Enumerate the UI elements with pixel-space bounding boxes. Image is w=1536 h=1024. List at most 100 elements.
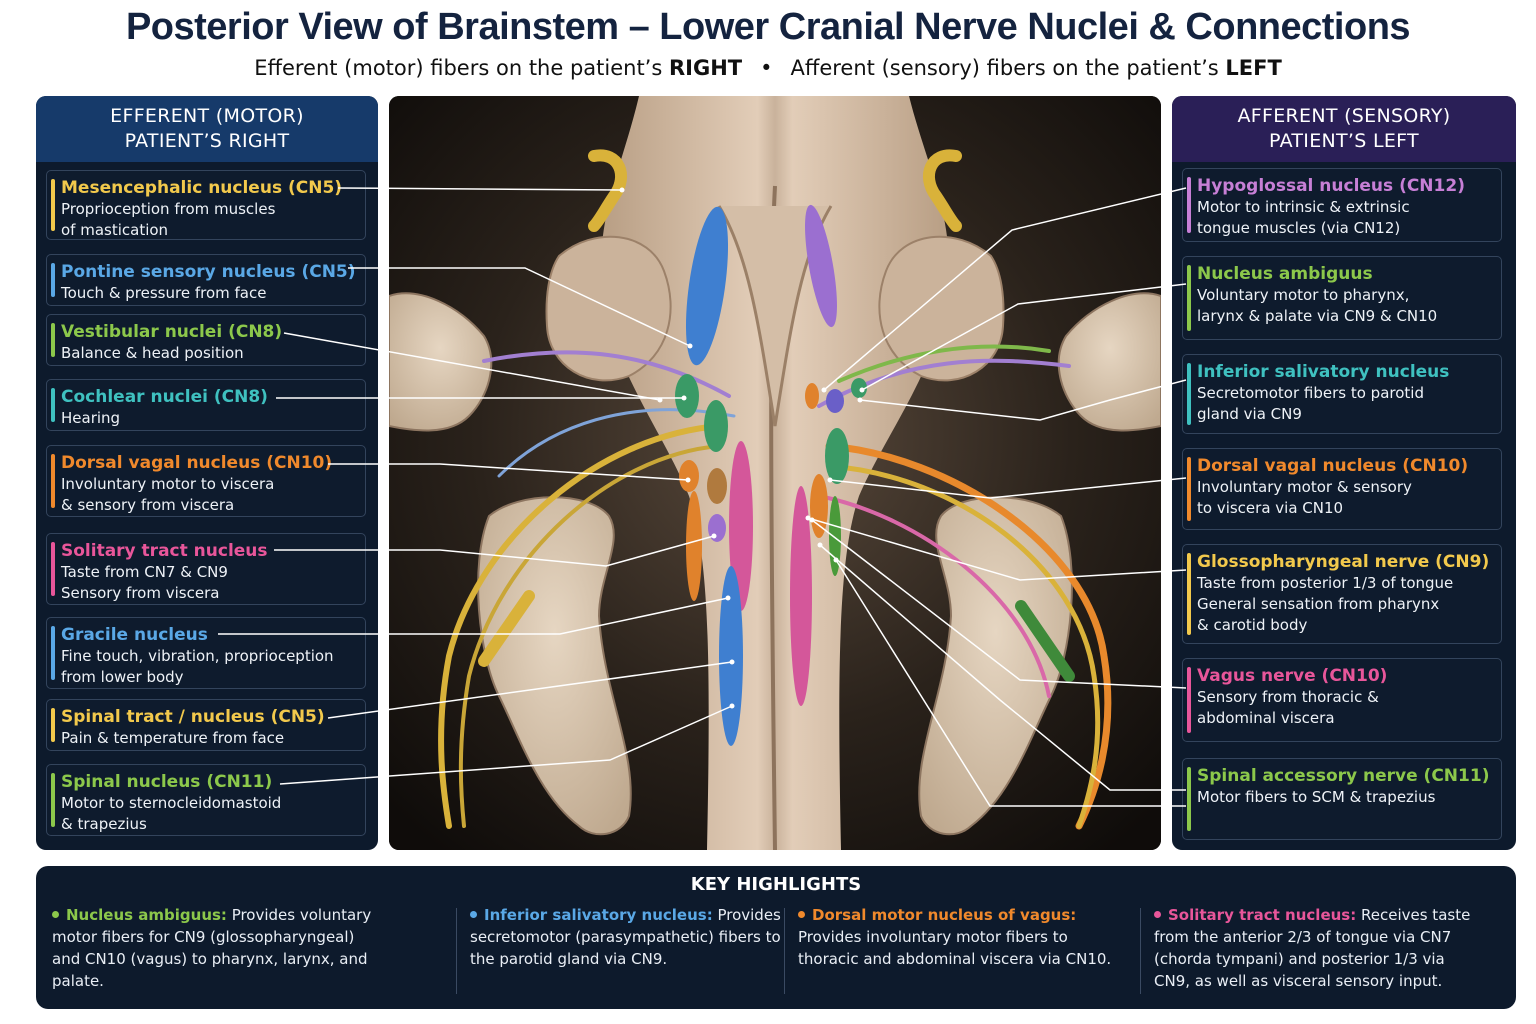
card-description-line: gland via CN9 <box>1197 405 1302 423</box>
card-description-line: Secretomotor fibers to parotid <box>1197 384 1424 402</box>
brainstem-svg <box>389 96 1161 850</box>
card-description-line: Fine touch, vibration, proprioception <box>61 647 334 665</box>
key-highlight-item: Dorsal motor nucleus of vagus: Provides … <box>798 904 1123 970</box>
key-term: Dorsal motor nucleus of vagus: <box>812 906 1077 924</box>
card-description-line: General sensation from pharynx <box>1197 595 1440 613</box>
card-accent-bar <box>1187 767 1191 831</box>
card-description-line: Hearing <box>61 409 121 427</box>
orange-column <box>686 491 702 601</box>
pink-column-left <box>729 441 753 611</box>
card-description-line: of mastication <box>61 221 169 239</box>
card-description-line: Motor fibers to SCM & trapezius <box>1197 788 1436 806</box>
key-divider <box>456 908 457 994</box>
card-accent-bar <box>1187 265 1191 331</box>
pink-column-right <box>790 486 812 706</box>
afferent-card: Glossopharyngeal nerve (CN9) Taste from p… <box>1182 544 1502 644</box>
card-description-line: larynx & palate via CN9 & CN10 <box>1197 307 1438 325</box>
page-subtitle: Efferent (motor) fibers on the patient’s… <box>0 56 1536 80</box>
small-orange-right <box>805 383 819 409</box>
card-description-line: abdominal viscera <box>1197 709 1335 727</box>
afferent-card: Spinal accessory nerve (CN11) Motor fiber… <box>1182 758 1502 840</box>
left-cerebellar-peduncle <box>545 235 672 382</box>
card-title: Hypoglossal nucleus (CN12) <box>1197 176 1465 196</box>
small-green-right <box>851 378 867 398</box>
card-title: Nucleus ambiguus <box>1197 264 1373 284</box>
efferent-card: Spinal tract / nucleus (CN5)Pain & tempe… <box>46 699 366 751</box>
page-title: Posterior View of Brainstem – Lower Cran… <box>125 6 1411 48</box>
subtitle-separator: • <box>760 56 773 80</box>
key-text: Provides involuntary motor fibers to tho… <box>798 928 1112 968</box>
card-description-line: Sensory from viscera <box>61 584 220 602</box>
solitary-nucleus-brown <box>707 468 727 504</box>
card-accent-bar <box>1187 553 1191 635</box>
card-accent-bar <box>51 263 55 297</box>
card-title: Spinal nucleus (CN11) <box>61 772 273 792</box>
pontine-nucleus-blue <box>685 206 729 366</box>
efferent-panel-header: EFFERENT (MOTOR) PATIENT’S RIGHT <box>36 96 378 162</box>
key-term: Inferior salivatory nucleus: <box>484 906 713 924</box>
bullet-icon <box>1154 911 1161 918</box>
card-title: Mesencephalic nucleus (CN5) <box>61 178 343 198</box>
card-accent-bar <box>51 542 55 596</box>
card-title: Dorsal vagal nucleus (CN10) <box>1197 456 1469 476</box>
card-title: Inferior salivatory nucleus <box>1197 362 1450 382</box>
card-description-line: tongue muscles (via CN12) <box>1197 219 1401 237</box>
key-text: Provides secretomotor (parasympathetic) … <box>470 906 781 968</box>
key-divider <box>784 908 785 994</box>
card-description-line: & trapezius <box>61 815 147 833</box>
key-title: KEY HIGHLIGHTS <box>690 874 862 895</box>
card-accent-bar <box>1187 457 1191 521</box>
afferent-header-line1: AFFERENT (SENSORY) <box>1237 105 1451 127</box>
card-accent-bar <box>51 773 55 827</box>
card-title: Spinal accessory nerve (CN11) <box>1197 766 1490 786</box>
brainstem-illustration <box>389 96 1161 850</box>
efferent-card: Pontine sensory nucleus (CN5) Touch & pre… <box>46 254 366 306</box>
card-accent-bar <box>1187 177 1191 233</box>
dorsal-vagal-nucleus-orange <box>679 460 699 492</box>
card-description-line: Motor to intrinsic & extrinsic <box>1197 198 1410 216</box>
key-highlight-item: Solitary tract nucleus: Receives taste f… <box>1154 904 1479 992</box>
vestibular-nucleus-green <box>675 374 699 418</box>
efferent-card: Vestibular nuclei (CN8)Balance & head po… <box>46 314 366 366</box>
card-description-line: Involuntary motor & sensory <box>1197 478 1412 496</box>
card-description-line: Touch & pressure from face <box>61 284 267 302</box>
afferent-card: Hypoglossal nucleus (CN12) Motor to intri… <box>1182 168 1502 242</box>
key-term: Nucleus ambiguus: <box>66 906 227 924</box>
card-title: Solitary tract nucleus <box>61 541 268 561</box>
card-accent-bar <box>51 179 55 231</box>
key-highlight-item: Inferior salivatory nucleus: Provides se… <box>470 904 795 970</box>
card-description-line: Proprioception from muscles <box>61 200 276 218</box>
card-title: Glossopharyngeal nerve (CN9) <box>1197 552 1490 572</box>
card-title: Dorsal vagal nucleus (CN10) <box>61 453 333 473</box>
card-description-line: to viscera via CN10 <box>1197 499 1344 517</box>
cochlear-nucleus-green <box>704 400 728 452</box>
card-description-line: Involuntary motor to viscera <box>61 475 275 493</box>
card-description-line: Taste from posterior 1/3 of tongue <box>1197 574 1454 592</box>
efferent-header-line2: PATIENT’S RIGHT <box>124 130 290 152</box>
gracile-column-blue <box>719 566 743 746</box>
dorsal-vagal-right-orange <box>810 474 828 538</box>
bullet-icon <box>470 911 477 918</box>
key-highlight-item: Nucleus ambiguus: Provides voluntary mot… <box>52 904 377 992</box>
card-description-line: from lower body <box>61 668 184 686</box>
bullet-icon <box>798 911 805 918</box>
afferent-panel-header: AFFERENT (SENSORY) PATIENT’S LEFT <box>1172 96 1516 162</box>
card-title: Pontine sensory nucleus (CN5) <box>61 262 356 282</box>
efferent-card: Mesencephalic nucleus (CN5) Proprioceptio… <box>46 170 366 240</box>
green-stripe-right <box>829 496 841 576</box>
afferent-header-line2: PATIENT’S LEFT <box>1269 130 1419 152</box>
card-accent-bar <box>1187 667 1191 733</box>
key-term: Solitary tract nucleus: <box>1168 906 1357 924</box>
subtitle-part2: Afferent (sensory) fibers on the patient… <box>790 56 1226 80</box>
card-accent-bar <box>51 323 55 357</box>
card-description-line: Voluntary motor to pharynx, <box>1197 286 1410 304</box>
ambiguus-green <box>825 428 849 484</box>
card-accent-bar <box>1187 363 1191 425</box>
card-description-line: Sensory from thoracic & <box>1197 688 1379 706</box>
card-accent-bar <box>51 708 55 742</box>
purple-small-left <box>708 514 726 542</box>
